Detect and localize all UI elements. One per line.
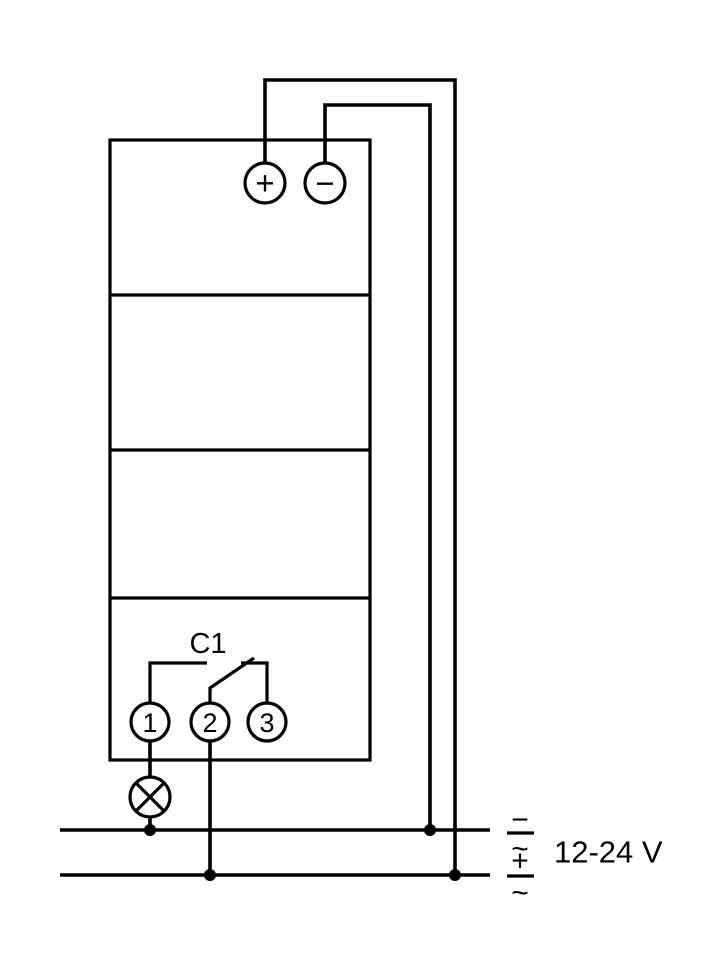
minus-terminal-label: − — [315, 165, 334, 202]
plus-terminal-label: + — [255, 165, 274, 202]
junction-dot-lamp — [144, 824, 156, 836]
plus-terminal — [243, 161, 287, 205]
contact-fixed-1 — [148, 661, 207, 703]
plus-supply-wire — [263, 78, 457, 875]
voltage-label: 12-24 V — [554, 835, 663, 870]
supply-bottom-marks: + ~ — [507, 845, 534, 910]
junction-dot-plus — [449, 869, 461, 881]
top-polarity-mark: − — [511, 804, 529, 837]
bottom-ac-mark: ~ — [511, 877, 529, 910]
terminal-3-label: 3 — [259, 708, 274, 738]
terminal-2-label: 2 — [202, 708, 217, 738]
minus-supply-wire — [323, 103, 432, 830]
lamp-icon — [128, 775, 172, 819]
terminal-3 — [246, 701, 288, 743]
bottom-polarity-mark: + — [511, 845, 529, 878]
lamp-cross-2 — [134, 781, 166, 813]
minus-terminal — [303, 161, 347, 205]
contact-fixed-3 — [241, 661, 269, 703]
junction-dot-minus — [424, 824, 436, 836]
supply-top-marks: − ~ — [507, 804, 534, 866]
top-ac-mark: ~ — [511, 833, 529, 866]
terminal-1-label: 1 — [142, 708, 157, 738]
contact-label: C1 — [189, 628, 226, 660]
junction-dot-terminal-2 — [204, 869, 216, 881]
switch-blade — [208, 656, 255, 703]
